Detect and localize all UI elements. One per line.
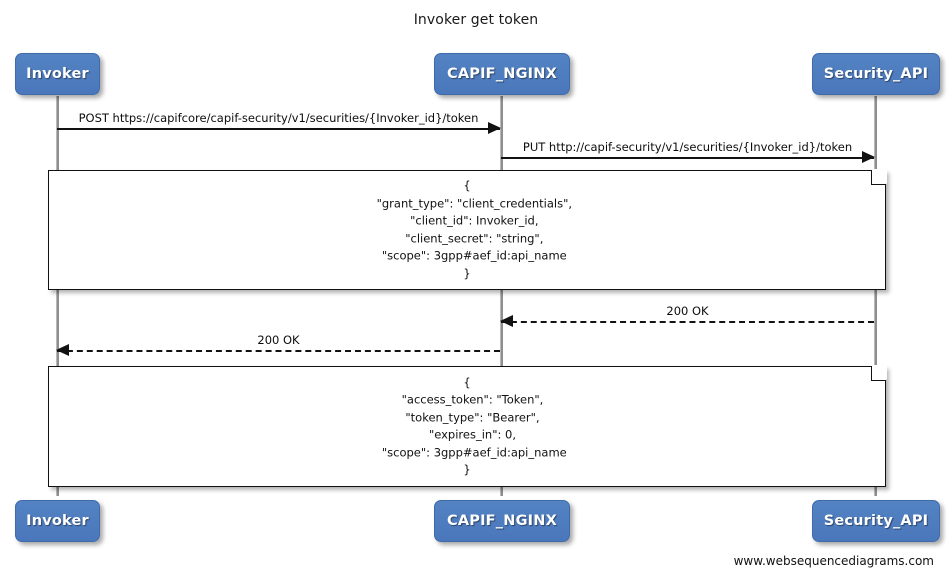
participant-label: Invoker xyxy=(26,66,89,82)
participant-capif-nginx-bottom[interactable]: CAPIF_NGINX xyxy=(434,500,570,542)
message-label: PUT http://capif-security/v1/securities/… xyxy=(522,140,853,154)
message-line xyxy=(57,350,500,352)
arrowhead-right-icon xyxy=(488,122,501,134)
note-text: { "access_token": "Token", "token_type":… xyxy=(381,375,567,477)
footer-watermark: www.websequencediagrams.com xyxy=(733,554,934,568)
message-label: 200 OK xyxy=(257,333,300,347)
message-line xyxy=(57,128,500,130)
message-line xyxy=(501,157,874,159)
message-label: 200 OK xyxy=(666,304,709,318)
participant-security-api-bottom[interactable]: Security_API xyxy=(812,500,940,542)
participant-security-api-top[interactable]: Security_API xyxy=(812,53,940,95)
note-fold-icon xyxy=(871,170,886,185)
arrowhead-left-icon xyxy=(56,344,69,356)
lifeline-invoker xyxy=(56,96,59,496)
arrowhead-left-icon xyxy=(500,315,513,327)
participant-invoker-top[interactable]: Invoker xyxy=(15,53,100,95)
message-line xyxy=(501,321,874,323)
lifeline-capif-nginx xyxy=(500,96,503,496)
participant-label: CAPIF_NGINX xyxy=(447,513,557,529)
lifeline-security-api xyxy=(874,96,877,496)
participant-capif-nginx-top[interactable]: CAPIF_NGINX xyxy=(434,53,570,95)
note-response-body: { "access_token": "Token", "token_type":… xyxy=(48,365,887,487)
message-label: POST https://capifcore/capif-security/v1… xyxy=(78,111,479,125)
page-title: Invoker get token xyxy=(413,12,539,28)
participant-label: CAPIF_NGINX xyxy=(447,66,557,82)
participant-label: Security_API xyxy=(823,513,929,529)
note-fold-icon xyxy=(871,366,886,381)
note-text: { "grant_type": "client_credentials", "c… xyxy=(376,178,573,281)
note-request-body: { "grant_type": "client_credentials", "c… xyxy=(48,169,887,290)
participant-label: Security_API xyxy=(823,66,929,82)
participant-label: Invoker xyxy=(26,513,89,529)
arrowhead-right-icon xyxy=(862,151,875,163)
participant-invoker-bottom[interactable]: Invoker xyxy=(15,500,100,542)
